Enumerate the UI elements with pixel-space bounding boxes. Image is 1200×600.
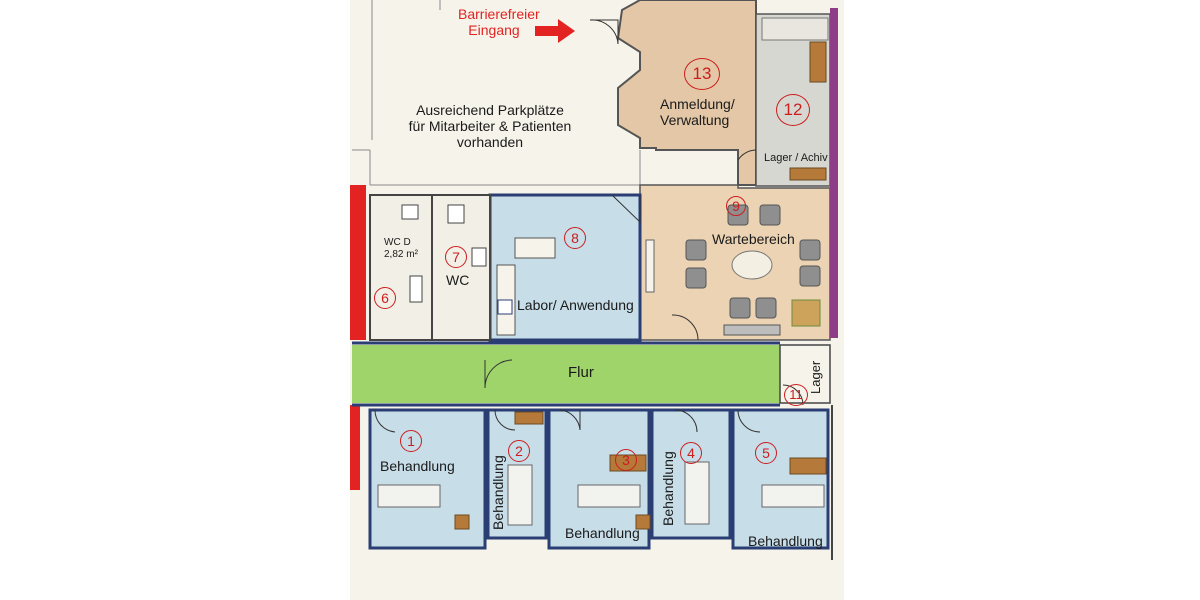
parking-line-3: vorhanden [456,134,524,150]
room-1-number: 1 [400,430,422,452]
chair-icon [799,265,821,287]
red-wall-upper [350,185,366,340]
treatment-bed-icon [377,484,441,508]
desk [514,411,544,425]
room-13-line-1: Anmeldung/ [660,96,735,112]
corridor-label: Flur [568,364,594,381]
parking-line-1: Ausreichend Parkplätze [416,102,564,118]
shelf-icon [789,167,827,181]
room-8-number: 8 [564,227,586,249]
chair-icon [685,239,707,261]
room-8-label: Labor/ Anwendung [517,297,634,313]
room-9-number: 9 [726,196,746,216]
room-6-floor [369,194,433,341]
room-7-label: WC [446,272,470,288]
room-13-line-2: Verwaltung [660,112,730,128]
parking-line-2: für Mitarbeiter & Patienten [408,118,572,134]
room-13-number: 13 [684,58,720,90]
toilet-icon [401,204,419,220]
wc-d-line-2: 2,82 m² [384,249,418,260]
parking-label: Ausreichend Parkplätze für Mitarbeiter &… [405,102,575,150]
chair-icon [759,204,781,226]
table-icon [731,250,773,280]
chair-icon [729,297,751,319]
treatment-bed-icon [577,484,641,508]
room-13-label: Anmeldung/ Verwaltung [660,96,740,128]
room-9-label: Wartebereich [712,231,795,247]
room-7-number: 7 [445,246,467,268]
room-3-label: Behandlung [565,525,640,541]
shelf-icon [761,17,829,41]
room-11-label: Lager [808,360,823,394]
facade-purple [830,8,838,338]
chair-icon [799,239,821,261]
toilet-icon [447,204,465,224]
entrance-label: Barrierefreier Eingang [458,6,540,38]
desk [789,457,827,475]
lab-bench [514,237,556,259]
room-4-number: 4 [680,442,702,464]
room-12-label: Lager / Achiv [764,152,828,164]
sink-icon [471,247,487,267]
entrance-arrow-icon [535,19,575,43]
waiting-furniture [645,204,821,336]
chair-icon [755,297,777,319]
treatment-bed-icon [684,461,710,525]
chair-icon [454,514,470,530]
room-5-label: Behandlung [748,533,823,549]
entrance-line-1: Barrierefreier [458,6,540,22]
wc-d-label: WC D 2,82 m² [384,237,418,261]
chair-icon [635,514,651,530]
room-2-number: 2 [508,440,530,462]
treatment-bed-icon [507,464,533,526]
room-3-floor [547,408,651,550]
treatment-beds [377,461,825,526]
room-5-floor [731,408,830,550]
shelf-icon [809,41,827,83]
room-12-number: 12 [776,94,810,126]
chair-icon [685,267,707,289]
room-4-label: Behandlung [660,451,676,526]
site-lines [352,0,641,186]
wall-cabinet [645,239,655,293]
room-2-label: Behandlung [490,455,506,530]
room-3-number: 3 [615,449,637,471]
entrance-line-2: Eingang [468,22,520,38]
room-6-number: 6 [374,287,396,309]
room-1-label: Behandlung [380,458,455,474]
corridor-floor [352,345,780,403]
room-5-number: 5 [755,442,777,464]
sink-icon [497,299,513,315]
counter [723,324,781,336]
treatment-bed-icon [761,484,825,508]
room-11-number: 11 [784,384,808,406]
wc-d-line-1: WC D [384,237,411,248]
sink-icon [409,275,423,303]
red-wall-lower [350,405,360,490]
toy-rug [791,299,821,327]
